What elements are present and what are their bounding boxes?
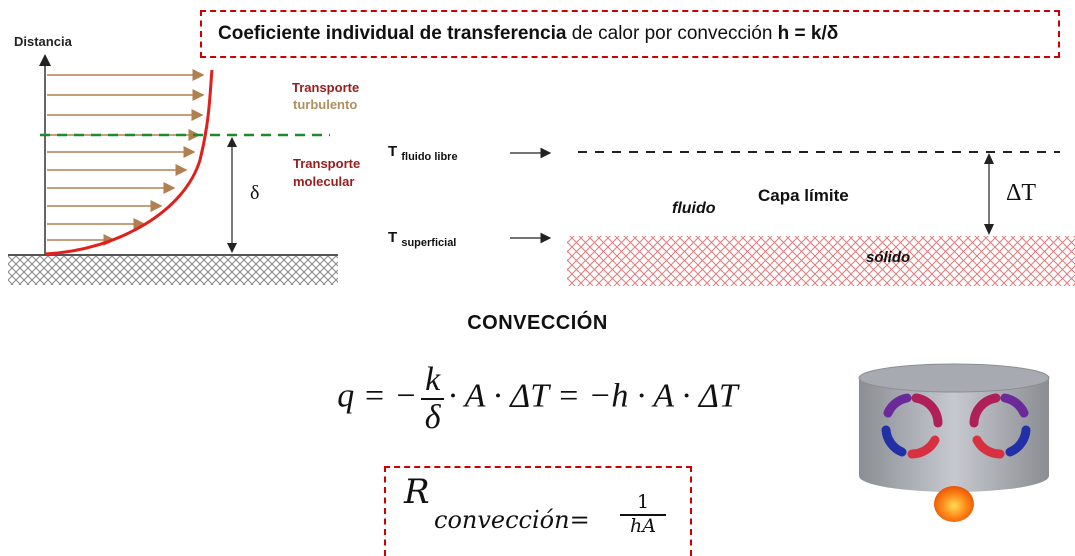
resistance-box	[384, 466, 692, 556]
y-axis-label: Distancia	[14, 34, 72, 49]
header-bold-text: Coeficiente individual de transferencia	[218, 23, 567, 44]
turbulent-label-2: turbulento	[293, 97, 358, 112]
delta-label: δ	[250, 182, 260, 204]
convection-loops	[881, 393, 1031, 459]
header-box: Coeficiente individual de transferencia …	[200, 10, 1060, 58]
fluid-label: fluido	[672, 200, 716, 217]
convection-cell-illustration	[858, 363, 1050, 522]
delta-t-label: ΔT	[1006, 180, 1037, 206]
resistance-denominator: hA	[630, 514, 656, 537]
t-free-symbol: T	[388, 143, 398, 160]
delta-t-arrow-bottom	[984, 224, 994, 235]
flame-icon	[934, 486, 974, 522]
resistance-symbol: R	[404, 472, 430, 512]
solid-label: sólido	[866, 249, 911, 266]
turbulent-label-1: Transporte	[292, 80, 360, 95]
fraction-denominator: δ	[424, 398, 441, 436]
boundary-layer-diagram	[510, 147, 1075, 286]
delta-arrow-top	[227, 137, 237, 147]
t-surface-symbol: T	[388, 229, 398, 246]
delta-t-arrow-top	[984, 153, 994, 164]
header-formula: h = k/δ	[777, 23, 839, 44]
resistance-numerator: 1	[620, 491, 666, 516]
cylinder-body	[859, 378, 1049, 492]
cylinder-top	[858, 363, 1050, 393]
resistance-fraction: 1 hA	[620, 491, 666, 538]
equation-lhs: q = −	[337, 377, 418, 415]
transport-profile-diagram	[8, 54, 338, 285]
molecular-label-2: molecular	[293, 174, 355, 189]
delta-arrow-bottom	[227, 243, 237, 253]
section-title: CONVECCIÓN	[467, 312, 608, 334]
ground-hatch	[8, 255, 338, 285]
solid-surface-hatch	[567, 236, 1075, 286]
t-surface-subscript: superficial	[401, 237, 457, 249]
t-free-label: T fluido libre	[388, 143, 458, 163]
t-free-subscript: fluido libre	[401, 151, 458, 163]
t-surface-label: T superficial	[388, 229, 456, 249]
fraction-numerator: k	[421, 362, 445, 400]
molecular-label-1: Transporte	[293, 156, 361, 171]
header-normal-text: de calor por convección	[566, 23, 778, 44]
velocity-arrows	[47, 69, 205, 246]
resistance-subscript: convección=	[434, 506, 590, 534]
boundary-layer-label: Capa límite	[758, 186, 849, 205]
equation-rhs: · A · ΔT = −h · A · ΔT	[448, 377, 738, 415]
velocity-profile-curve	[44, 69, 214, 256]
